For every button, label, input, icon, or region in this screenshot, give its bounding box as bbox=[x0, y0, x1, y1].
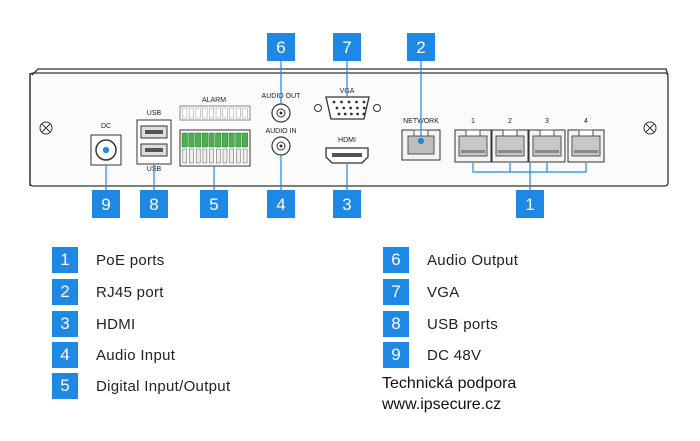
vga-pin bbox=[349, 106, 352, 110]
vga-pin bbox=[350, 112, 353, 116]
svg-text:1: 1 bbox=[525, 195, 534, 214]
svg-text:6: 6 bbox=[276, 38, 285, 57]
poe-port-3-label: 3 bbox=[545, 118, 549, 125]
dc-label: DC bbox=[101, 123, 111, 130]
hdmi-port bbox=[325, 147, 369, 164]
network-rj45-port bbox=[401, 129, 441, 161]
svg-text:3: 3 bbox=[342, 195, 351, 214]
alarm-terminal bbox=[201, 107, 208, 164]
svg-text:2: 2 bbox=[416, 38, 425, 57]
callout-badge-5: 5 bbox=[200, 190, 228, 218]
svg-text:7: 7 bbox=[342, 38, 351, 57]
callout-badge-9: 9 bbox=[92, 190, 120, 218]
poe-ports bbox=[454, 129, 605, 163]
alarm-terminal bbox=[228, 107, 235, 164]
callout-badge-4: 4 bbox=[267, 190, 295, 218]
svg-text:8: 8 bbox=[149, 195, 158, 214]
alarm-label: ALARM bbox=[202, 97, 226, 104]
callout-badge-8: 8 bbox=[140, 190, 168, 218]
callout-badge-1: 1 bbox=[516, 190, 544, 218]
mounting-screw-left bbox=[39, 121, 53, 135]
callout-badge-7: 7 bbox=[333, 33, 361, 61]
alarm-terminal bbox=[195, 107, 202, 164]
svg-text:9: 9 bbox=[101, 195, 110, 214]
callout-badge-6: 6 bbox=[267, 33, 295, 61]
vga-pin bbox=[343, 112, 347, 116]
audio-in-label: AUDIO IN bbox=[265, 128, 296, 135]
callout-lines bbox=[102, 60, 587, 192]
vga-pin bbox=[355, 100, 358, 104]
vga-pin bbox=[356, 112, 359, 116]
poe-port-2 bbox=[491, 129, 529, 163]
vga-pin bbox=[332, 100, 336, 104]
vga-pin bbox=[362, 100, 366, 104]
poe-port-2-label: 2 bbox=[508, 118, 512, 125]
alarm-terminal bbox=[215, 107, 222, 164]
callout-badge-2: 2 bbox=[407, 33, 435, 61]
poe-port-3 bbox=[528, 129, 566, 163]
vga-pin bbox=[362, 112, 366, 116]
vga-port bbox=[314, 96, 381, 120]
hdmi-label: HDMI bbox=[338, 137, 356, 144]
usb-top-label: USB bbox=[147, 110, 162, 117]
vga-pin bbox=[340, 100, 343, 104]
alarm-terminal bbox=[181, 107, 188, 164]
poe-port-4-label: 4 bbox=[584, 118, 588, 125]
svg-text:5: 5 bbox=[209, 195, 218, 214]
audio-in-jack bbox=[271, 136, 291, 156]
vga-pin bbox=[347, 100, 351, 104]
vga-pin bbox=[362, 106, 366, 110]
alarm-terminal-block bbox=[179, 105, 251, 167]
vga-pin bbox=[342, 106, 346, 110]
alarm-terminal bbox=[221, 107, 228, 164]
vga-pin bbox=[356, 106, 359, 110]
svg-text:4: 4 bbox=[276, 195, 285, 214]
vga-pin bbox=[335, 106, 339, 110]
poe-port-1-label: 1 bbox=[471, 118, 475, 125]
chassis bbox=[29, 68, 669, 187]
alarm-terminal bbox=[235, 107, 242, 164]
usb-ports bbox=[136, 119, 172, 165]
poe-port-4 bbox=[567, 129, 605, 163]
poe-port-1 bbox=[454, 129, 492, 163]
callout-badge-3: 3 bbox=[333, 190, 361, 218]
vga-pin bbox=[337, 112, 341, 116]
alarm-terminal bbox=[242, 107, 249, 164]
audio-out-jack bbox=[271, 103, 291, 123]
alarm-terminal bbox=[188, 107, 195, 164]
mounting-screw-right bbox=[643, 121, 657, 135]
alarm-terminal bbox=[208, 107, 215, 164]
